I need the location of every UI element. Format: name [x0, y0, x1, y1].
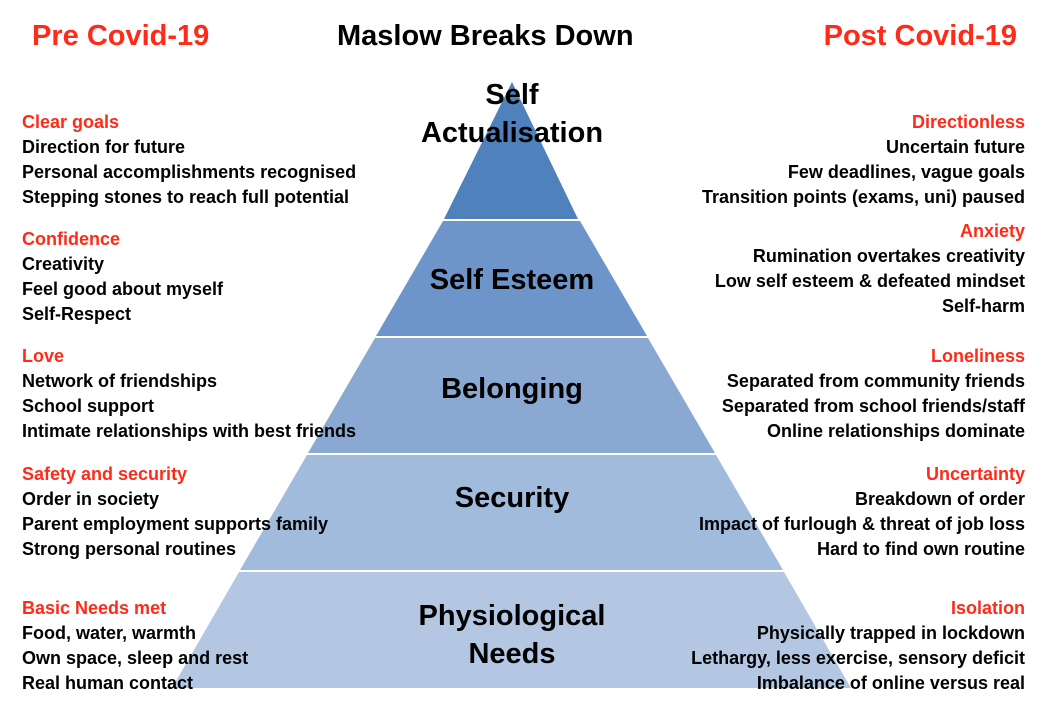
pre-item: School support: [22, 396, 154, 416]
pre-item: Intimate relationships with best friends: [22, 421, 357, 441]
pre-item: Network of friendships: [22, 371, 218, 391]
level-label-belonging: Belonging: [441, 373, 583, 405]
pre-item: Self-Respect: [22, 304, 132, 324]
post-item: Uncertain future: [885, 137, 1025, 157]
pyramid-tier-security: [240, 455, 783, 570]
pyramid-tier-self-esteem: [376, 221, 647, 336]
post-item: Impact of furlough & threat of job loss: [699, 514, 1025, 534]
post-item: Self-harm: [941, 296, 1025, 316]
post-heading: Isolation: [950, 598, 1025, 618]
pre-item: Creativity: [22, 254, 105, 274]
post-heading: Uncertainty: [925, 464, 1025, 484]
post-item: Hard to find own routine: [817, 539, 1025, 559]
post-block-anxiety: Anxiety Rumination overtakes creativity …: [595, 219, 1025, 319]
pre-heading: Clear goals: [22, 112, 120, 132]
pre-block-basic-needs: Basic Needs met Food, water, warmth Own …: [22, 596, 452, 696]
pre-heading: Confidence: [22, 229, 121, 249]
post-item: Rumination overtakes creativity: [752, 246, 1025, 266]
pre-block-goals: Clear goals Direction for future Persona…: [22, 110, 452, 210]
pre-item: Order in society: [22, 489, 160, 509]
pre-heading: Safety and security: [22, 464, 188, 484]
pre-block-love: Love Network of friendships School suppo…: [22, 344, 452, 444]
pre-item: Food, water, warmth: [22, 623, 197, 643]
post-block-loneliness: Loneliness Separated from community frie…: [595, 344, 1025, 444]
level-label-security: Security: [454, 482, 570, 514]
post-item: Lethargy, less exercise, sensory deficit: [691, 648, 1025, 668]
post-item: Online relationships dominate: [766, 421, 1025, 441]
post-item: Breakdown of order: [854, 489, 1025, 509]
post-item: Few deadlines, vague goals: [787, 162, 1025, 182]
post-item: Low self esteem & defeated mindset: [714, 271, 1025, 291]
post-covid-title: Post Covid-19: [823, 20, 1017, 52]
diagram-title: Maslow Breaks Down: [337, 20, 634, 52]
pre-block-safety: Safety and security Order in society Par…: [22, 462, 452, 562]
pre-block-confidence: Confidence Creativity Feel good about my…: [22, 227, 452, 327]
pre-item: Stepping stones to reach full potential: [22, 187, 350, 207]
pre-item: Personal accomplishments recognised: [22, 162, 357, 182]
pre-item: Feel good about myself: [22, 279, 224, 299]
pre-item: Parent employment supports family: [22, 514, 329, 534]
pre-item: Strong personal routines: [22, 539, 237, 559]
post-item: Separated from community friends: [726, 371, 1025, 391]
post-item: Transition points (exams, uni) paused: [701, 187, 1025, 207]
pre-heading: Basic Needs met: [22, 598, 167, 618]
pre-covid-title: Pre Covid-19: [32, 20, 210, 52]
post-item: Physically trapped in lockdown: [756, 623, 1025, 643]
pre-item: Direction for future: [22, 137, 186, 157]
post-heading: Directionless: [911, 112, 1025, 132]
pre-item: Own space, sleep and rest: [22, 648, 249, 668]
post-item: Imbalance of online versus real: [756, 673, 1025, 693]
pyramid-tier-self-actualisation: [444, 82, 578, 219]
pyramid-tier-belonging: [308, 338, 715, 453]
pre-item: Real human contact: [22, 673, 194, 693]
pre-heading: Love: [22, 346, 65, 366]
post-item: Separated from school friends/staff: [721, 396, 1025, 416]
post-block-directionless: Directionless Uncertain future Few deadl…: [595, 110, 1025, 210]
pyramid-tier-physiological: [172, 572, 851, 688]
post-heading: Loneliness: [930, 346, 1025, 366]
post-block-uncertainty: Uncertainty Breakdown of order Impact of…: [595, 462, 1025, 562]
level-label-self-esteem: Self Esteem: [429, 264, 595, 296]
post-block-isolation: Isolation Physically trapped in lockdown…: [595, 596, 1025, 696]
post-heading: Anxiety: [959, 221, 1025, 241]
